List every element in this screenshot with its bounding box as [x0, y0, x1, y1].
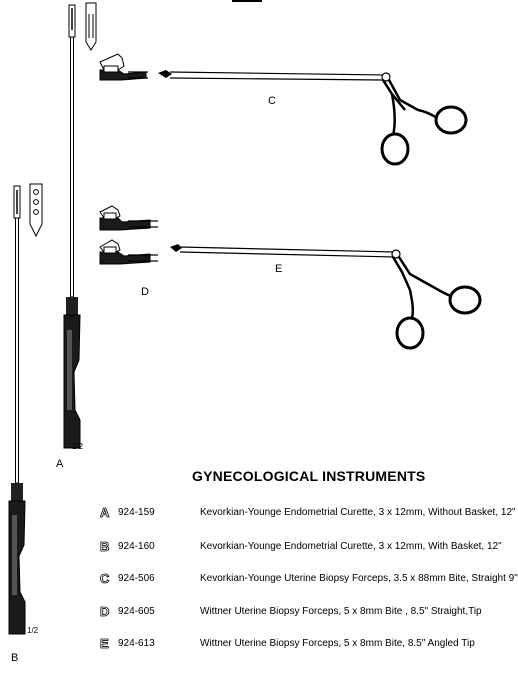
instrument-illustrations [8, 0, 482, 635]
figure-label-d: D [141, 286, 149, 298]
item-description: Kevorkian-Younge Uterine Biopsy Forceps,… [200, 572, 518, 584]
catalog-row: C 924-506 Kevorkian-Younge Uterine Biops… [100, 570, 518, 586]
item-code: 924-160 [118, 540, 155, 552]
scale-label-b: 1/2 [27, 626, 39, 635]
curette-b-drawing [8, 183, 43, 635]
catalog-row: A 924-159 Kevorkian-Younge Endometrial C… [100, 504, 516, 520]
item-code: 924-605 [118, 605, 155, 617]
item-letter: A [100, 504, 110, 520]
figure-label-c: C [268, 95, 276, 107]
catalog-row: D 924-605 Wittner Uterine Biopsy Forceps… [100, 603, 482, 619]
item-letter: C [100, 570, 110, 586]
item-code: 924-506 [118, 572, 155, 584]
item-code: 924-613 [118, 637, 155, 649]
forceps-d-tip-drawing [99, 205, 158, 265]
item-letter: E [100, 635, 109, 651]
forceps-e-drawing [170, 244, 482, 350]
item-letter: D [100, 603, 110, 619]
item-code: 924-159 [118, 506, 155, 518]
scale-label-a: 1/2 [72, 442, 84, 451]
figure-label-e: E [275, 263, 283, 275]
curette-a-drawing [63, 2, 97, 449]
item-description: Kevorkian-Younge Endometrial Curette, 3 … [200, 540, 502, 552]
catalog-row: E 924-613 Wittner Uterine Biopsy Forceps… [100, 635, 475, 651]
item-description: Wittner Uterine Biopsy Forceps, 5 x 8mm … [200, 637, 475, 649]
figure-label-a: A [56, 458, 64, 470]
forceps-c-drawing [99, 53, 468, 166]
figure-label-b: B [11, 652, 19, 664]
catalog-row: B 924-160 Kevorkian-Younge Endometrial C… [100, 538, 502, 554]
catalog-title: GYNECOLOGICAL INSTRUMENTS [192, 468, 426, 484]
item-description: Kevorkian-Younge Endometrial Curette, 3 … [200, 506, 516, 518]
item-letter: B [100, 538, 110, 554]
item-description: Wittner Uterine Biopsy Forceps, 5 x 8mm … [200, 605, 482, 617]
